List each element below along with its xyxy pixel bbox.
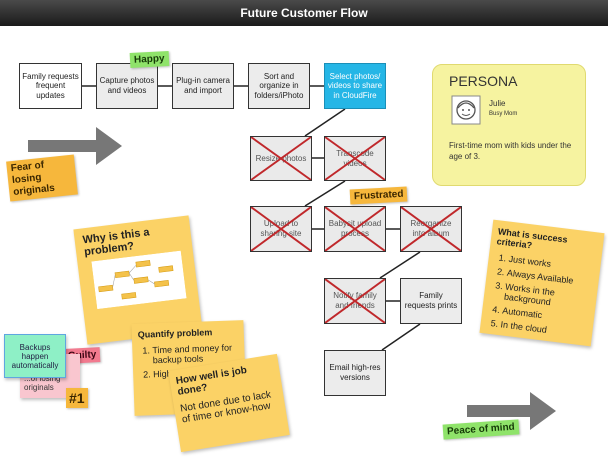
- flow-box-label: Reorganize into album: [410, 219, 452, 238]
- flow-box-label: Family requests prints: [404, 291, 458, 310]
- mini-flow-diagram-icon: [91, 250, 187, 310]
- flow-box-label: Sort and organize in folders/iPhoto: [254, 71, 304, 100]
- flow-box-label: Transcode videos: [336, 148, 374, 168]
- persona-name: Julie: [489, 99, 506, 108]
- flow-box-capture: Capture photos and videos: [96, 63, 158, 109]
- flow-box-label: Plug-in camera and import: [176, 76, 230, 95]
- flow-box-email-versions: Email high-res versions: [324, 350, 386, 396]
- flow-box-select: Select photos/ videos to share in CloudF…: [324, 63, 386, 109]
- flow-box-reorganize: Reorganize into album: [400, 206, 462, 252]
- persona-heading: PERSONA: [449, 73, 518, 89]
- tag-happy: Happy: [129, 51, 169, 68]
- right-arrow: [467, 392, 556, 430]
- flow-box-transcode: Transcode videos: [324, 136, 386, 181]
- flow-box-label: Resize photos: [255, 153, 307, 163]
- flow-box-family-requests-updates: Family requests frequent updates: [19, 63, 82, 109]
- sticky-backups: Backups happen automatically: [4, 334, 66, 378]
- tag-fear: Fear of losing originals: [6, 154, 78, 202]
- tag-frustrated: Frustrated: [349, 186, 408, 205]
- left-arrow: [28, 127, 122, 165]
- flow-box-sort: Sort and organize in folders/iPhoto: [248, 63, 310, 109]
- sticky-title: Quantify problem: [137, 327, 213, 340]
- success-list: Just works Always Available Works in the…: [486, 252, 595, 340]
- sticky-body: ...of losing originals: [24, 374, 61, 392]
- flow-box-label: Babysit upload process: [328, 219, 382, 238]
- sticky-job-done: How well is job done? Not done due to la…: [168, 353, 290, 453]
- sticky-success-criteria: What is success criteria? Just works Alw…: [479, 219, 605, 347]
- persona-description: First-time mom with kids under the age o…: [449, 141, 572, 161]
- sticky-body: Backups happen automatically: [11, 342, 59, 370]
- flow-box-label: Email high-res versions: [329, 363, 381, 382]
- persona-role: Busy Mom: [489, 111, 518, 117]
- flow-box-label: Upload to sharing site: [260, 219, 302, 238]
- persona-card: PERSONA Julie Busy Mom First-time mom wi…: [432, 64, 586, 186]
- flow-box-family-prints: Family requests prints: [400, 278, 462, 324]
- flow-box-babysit: Babysit upload process: [324, 206, 386, 252]
- window-title: Future Customer Flow: [0, 0, 608, 26]
- flow-box-label: Capture photos and videos: [99, 76, 155, 95]
- sticky-why-problem: Why is this a problem?: [73, 215, 203, 345]
- flow-box-label: Notify family and friends: [333, 291, 377, 310]
- tag-number-one: #1: [66, 388, 88, 408]
- flow-box-resize: Resize photos: [250, 136, 312, 181]
- flow-box-label: Family requests frequent updates: [22, 71, 79, 100]
- flow-box-upload-site: Upload to sharing site: [250, 206, 312, 252]
- flow-box-notify: Notify family and friends: [324, 278, 386, 324]
- flow-box-label: Select photos/ videos to share in CloudF…: [327, 71, 383, 100]
- avatar-icon: [451, 95, 481, 125]
- flow-box-plugin: Plug-in camera and import: [172, 63, 234, 109]
